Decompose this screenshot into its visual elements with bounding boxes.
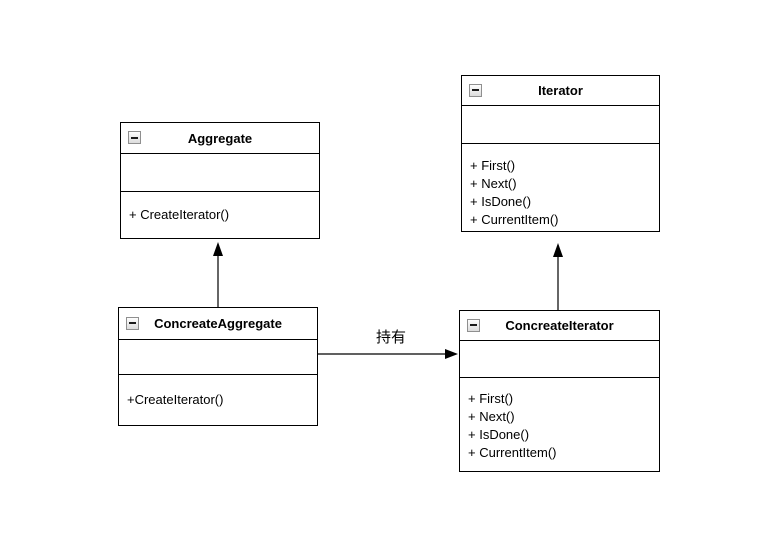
class-iterator-header: Iterator: [462, 76, 659, 106]
methods-compartment: + First() + Next() + IsDone() + CurrentI…: [460, 378, 659, 462]
collapse-icon[interactable]: [467, 318, 480, 332]
arrow-holds-association[interactable]: [318, 349, 458, 359]
method-label: + Next(): [468, 409, 515, 424]
collapse-icon[interactable]: [469, 83, 482, 97]
attributes-compartment: [121, 154, 319, 192]
method-label: + CurrentItem(): [468, 445, 557, 460]
method-label: + First(): [470, 158, 516, 173]
attributes-compartment: [462, 106, 659, 144]
class-concreate-iterator[interactable]: ConcreateIterator + First() + Next() + I…: [459, 310, 660, 472]
methods-compartment: + First() + Next() + IsDone() + CurrentI…: [462, 144, 659, 229]
class-title: ConcreateIterator: [505, 318, 614, 333]
methods-compartment: + CreateIterator(): [121, 192, 319, 224]
minus-glyph: [131, 136, 138, 139]
minus-glyph: [472, 89, 479, 91]
minus-glyph: [129, 322, 136, 324]
methods-compartment: +CreateIterator(): [119, 375, 317, 409]
class-concreate-aggregate[interactable]: ConcreateAggregate +CreateIterator(): [118, 307, 318, 426]
minus-glyph: [470, 324, 477, 326]
arrow-concreate-iterator-to-iterator[interactable]: [553, 243, 563, 310]
collapse-icon[interactable]: [126, 316, 139, 330]
method-label: +CreateIterator(): [127, 392, 224, 407]
attributes-compartment: [119, 340, 317, 375]
arrow-concreate-aggregate-to-aggregate[interactable]: [213, 242, 223, 307]
class-title: Aggregate: [187, 130, 253, 146]
class-title: ConcreateAggregate: [154, 316, 282, 331]
method-label: + CreateIterator(): [129, 207, 230, 222]
method-label: + Next(): [470, 176, 517, 191]
method-label: + IsDone(): [468, 427, 530, 442]
class-aggregate-header: Aggregate: [121, 123, 319, 154]
class-concreate-aggregate-header: ConcreateAggregate: [119, 308, 317, 340]
method-label: + CurrentItem(): [470, 212, 559, 227]
method-label: + IsDone(): [470, 194, 532, 209]
holds-edge-label: 持有: [375, 329, 406, 346]
class-title: Iterator: [538, 83, 583, 98]
class-aggregate[interactable]: Aggregate + CreateIterator(): [120, 122, 320, 239]
collapse-icon[interactable]: [128, 131, 141, 144]
class-concreate-iterator-header: ConcreateIterator: [460, 311, 659, 341]
method-label: + First(): [468, 391, 514, 406]
class-iterator[interactable]: Iterator + First() + Next() + IsDone() +…: [461, 75, 660, 232]
attributes-compartment: [460, 341, 659, 378]
